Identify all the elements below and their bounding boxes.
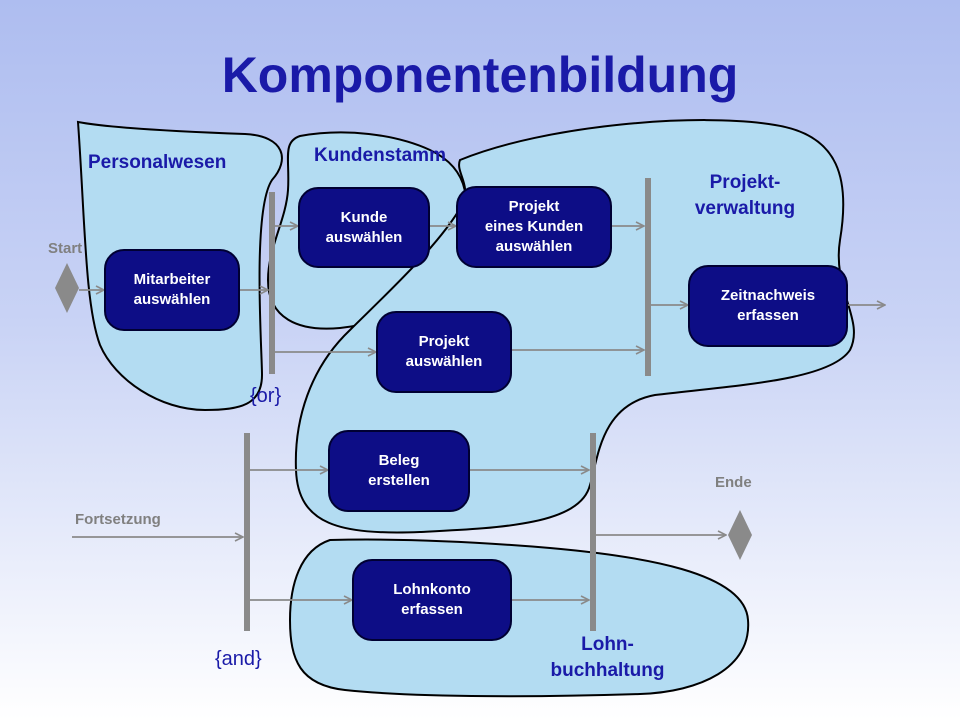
start-label: Start <box>48 240 83 257</box>
or-join-bar <box>645 178 651 376</box>
node-kunde-auswaehlen: Kunde auswählen <box>298 187 430 268</box>
node-projekt-eines-kunden-auswaehlen: Projekt eines Kunden auswählen <box>456 186 612 268</box>
continuation-label: Fortsetzung <box>75 511 161 528</box>
node-zeitnachweis-erfassen: Zeitnachweis erfassen <box>688 265 848 347</box>
and-split-bar <box>244 433 250 631</box>
region-label-personalwesen: Personalwesen <box>88 152 227 173</box>
end-label: Ende <box>715 474 752 491</box>
end-diamond-icon <box>728 510 752 560</box>
region-label-lohnbuchhaltung: Lohn- buchhaltung <box>550 634 665 681</box>
region-label-kundenstamm: Kundenstamm <box>314 145 446 166</box>
and-guard-label: {and} <box>215 648 262 670</box>
page-title: Komponentenbildung <box>221 47 739 103</box>
flow-arrows <box>72 226 885 600</box>
node-mitarbeiter-auswaehlen: Mitarbeiter auswählen <box>104 249 240 331</box>
or-split-bar <box>269 192 275 374</box>
node-projekt-auswaehlen: Projekt auswählen <box>376 311 512 393</box>
region-label-projektverwaltung: Projekt- verwaltung <box>694 172 796 219</box>
node-beleg-erstellen: Beleg erstellen <box>328 430 470 512</box>
or-guard-label: {or} <box>250 385 282 407</box>
start-diamond-icon <box>55 263 79 313</box>
node-lohnkonto-erfassen: Lohnkonto erfassen <box>352 559 512 641</box>
and-join-bar <box>590 433 596 631</box>
